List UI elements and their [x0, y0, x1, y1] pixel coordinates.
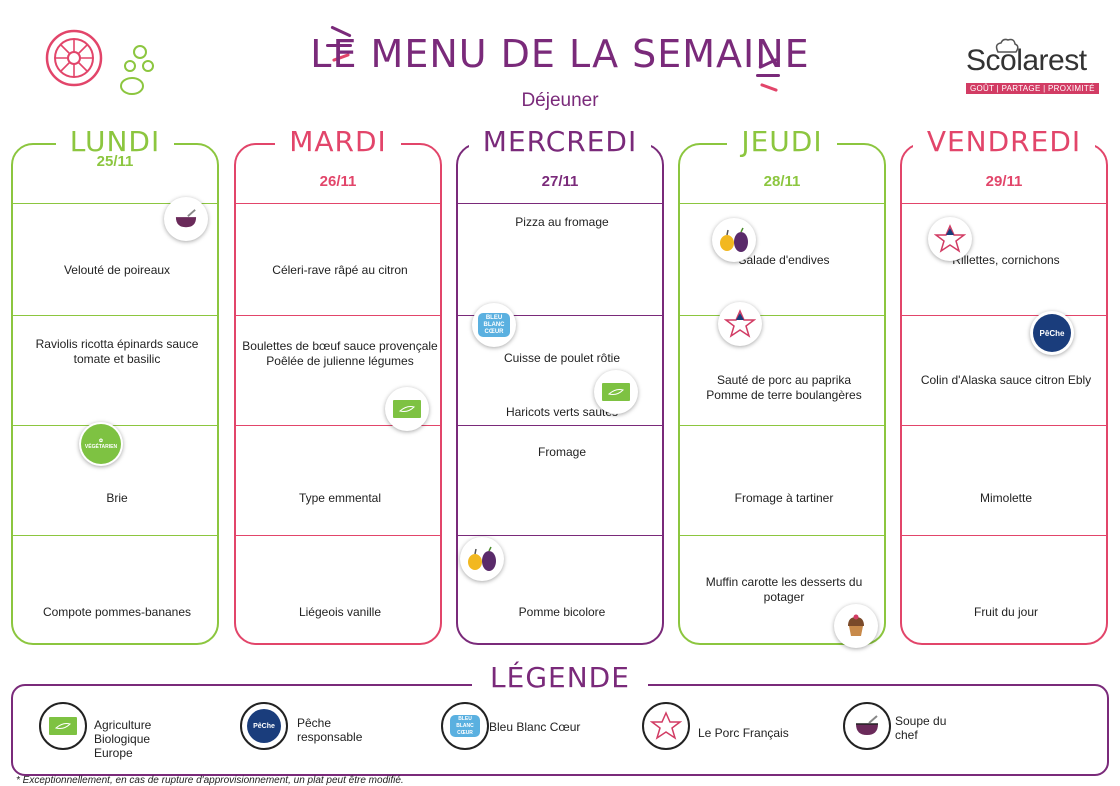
row-separator [680, 425, 884, 426]
menu-item: Colin d'Alaska sauce citron Ebly [920, 373, 1092, 387]
menu-item: Liégeois vanille [298, 605, 382, 619]
fruits-legumes-icon [712, 218, 756, 262]
soupe-du-chef-icon [164, 197, 208, 241]
row-separator [458, 203, 662, 204]
row-separator [680, 203, 884, 204]
porc-francais-icon [928, 217, 972, 261]
legend-label: Agriculture Biologique Europe [94, 718, 152, 760]
row-separator [902, 425, 1106, 426]
menu-item: Pizza au fromage [515, 215, 609, 229]
menu-item: Mimolette [979, 491, 1032, 505]
eu-organic-icon [594, 370, 638, 414]
row-separator [680, 535, 884, 536]
day-name: MERCREDI [458, 125, 662, 158]
day-date: 29/11 [985, 173, 1023, 190]
row-separator [13, 425, 217, 426]
legend-title: LÉGENDE [0, 661, 1120, 694]
menu-item: Rillettes, cornichons [952, 253, 1060, 267]
legend-label: Pêche responsable [297, 716, 363, 744]
day-date: 27/11 [541, 173, 579, 190]
porc-francais-icon [718, 302, 762, 346]
dessert-muffin-icon [834, 604, 878, 648]
day-date: 28/11 [763, 173, 801, 190]
day-date: 26/11 [319, 173, 357, 190]
menu-item: Raviolis ricotta épinards sauce tomate e… [35, 337, 199, 366]
row-separator [236, 203, 440, 204]
row-separator [236, 425, 440, 426]
menu-item: Muffin carotte les desserts du potager [705, 575, 863, 604]
fruits-legumes-icon [460, 537, 504, 581]
row-separator [13, 315, 217, 316]
row-separator [458, 315, 662, 316]
page-title: LE MENU DE LA SEMAINE [310, 32, 810, 76]
legend-label: Le Porc Français [698, 726, 789, 740]
soupe-du-chef-icon [843, 702, 891, 750]
menu-item: Céleri-rave râpé au citron [272, 263, 408, 277]
fruit-doodle-icon [45, 29, 154, 95]
row-separator [902, 203, 1106, 204]
row-separator [13, 535, 217, 536]
title-dash [326, 44, 352, 47]
row-separator [458, 425, 662, 426]
footnote: * Exceptionnellement, en cas de rupture … [16, 775, 404, 786]
peche-responsable-icon: PêChe [240, 702, 288, 750]
day-name: LUNDI [13, 125, 217, 158]
row-separator [680, 315, 884, 316]
menu-item: Fruit du jour [973, 605, 1039, 619]
chef-hat-icon [995, 38, 1019, 53]
porc-francais-icon [642, 702, 690, 750]
legend-label: Soupe du chef [895, 714, 947, 742]
eu-organic-icon [39, 702, 87, 750]
menu-item: Brie [106, 491, 128, 505]
row-separator [902, 535, 1106, 536]
menu-item: Salade d'endives [738, 253, 830, 267]
meal-subtitle: Déjeuner [521, 90, 599, 111]
row-separator [458, 535, 662, 536]
menu-item: Sauté de porc au paprika Pomme de terre … [706, 373, 862, 402]
bleu-blanc-coeur-icon: BLEU BLANC CŒUR [441, 702, 489, 750]
scolarest-logo: Scolarest GOÛT | PARTAGE | PROXIMITÉ [966, 38, 1106, 96]
menu-item: Boulettes de bœuf sauce provençale Poêlé… [242, 339, 438, 368]
day-name: MARDI [236, 125, 440, 158]
logo-text: Scolarest [966, 44, 1087, 77]
menu-item: Fromage [537, 445, 587, 459]
title-dash [756, 74, 780, 77]
vegetarien-icon: ✿VÉGÉTARIEN [79, 422, 123, 466]
eu-organic-icon [385, 387, 429, 431]
menu-item: Type emmental [298, 491, 382, 505]
legend-label: Bleu Blanc Cœur [489, 720, 581, 734]
menu-item: Velouté de poireaux [63, 263, 171, 277]
row-separator [902, 315, 1106, 316]
row-separator [236, 535, 440, 536]
day-name: VENDREDI [902, 125, 1106, 158]
day-date: 25/11 [96, 153, 134, 170]
menu-item: Pomme bicolore [518, 605, 606, 619]
bleu-blanc-coeur-icon: BLEU BLANC CŒUR [472, 303, 516, 347]
day-name: JEUDI [680, 125, 884, 158]
logo-tagline: GOÛT | PARTAGE | PROXIMITÉ [966, 83, 1099, 94]
menu-item: Cuisse de poulet rôtie [503, 351, 621, 365]
peche-responsable-icon: PêChe [1030, 311, 1074, 355]
menu-item: Compote pommes-bananes [42, 605, 192, 619]
row-separator [13, 203, 217, 204]
menu-item: Fromage à tartiner [734, 491, 834, 505]
row-separator [236, 315, 440, 316]
